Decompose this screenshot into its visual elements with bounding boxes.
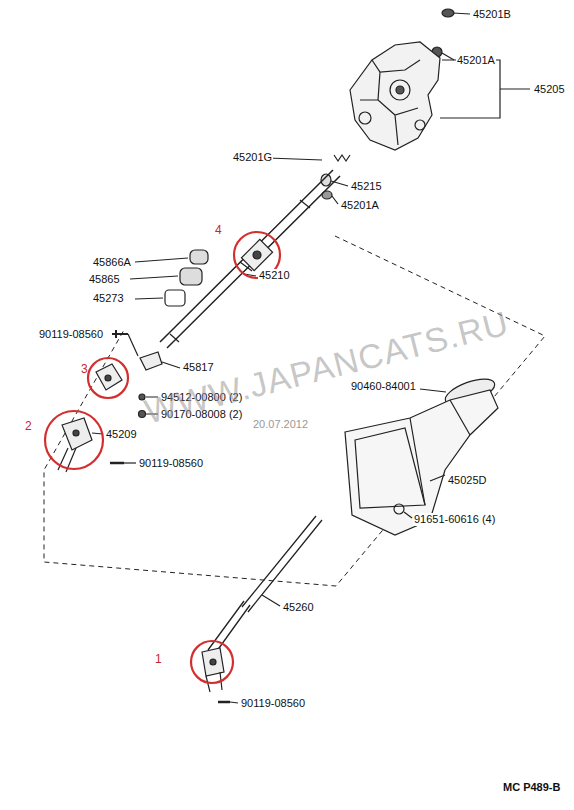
part-number: 45201B (472, 8, 512, 21)
part-number: 45205 (533, 83, 566, 96)
part-number: 45866A (92, 256, 132, 269)
part-number: 45210 (258, 269, 291, 282)
callout-number: 3 (80, 363, 89, 376)
part-number: 45260 (282, 601, 315, 614)
callout-number: 4 (214, 224, 223, 237)
part-number: 45215 (350, 180, 383, 193)
part-number: 45201G (232, 151, 273, 164)
part-number: 45273 (92, 292, 125, 305)
part-number: 45865 (88, 273, 121, 286)
part-number: 45209 (105, 428, 138, 441)
part-number: 45201A (340, 199, 380, 212)
part-number: 90119-08560 (240, 697, 306, 710)
watermark-date: 20.07.2012 (252, 418, 309, 431)
callout-number: 1 (154, 653, 163, 666)
part-number: 45025D (447, 474, 488, 487)
part-number: 90119-08560 (138, 457, 204, 470)
part-number: 45817 (182, 361, 215, 374)
callout-number: 2 (24, 420, 33, 433)
part-number: 90460-84001 (350, 380, 417, 393)
part-number: 91651-60616 (4) (413, 513, 496, 526)
page-code: MC P489-B (502, 781, 561, 794)
part-number: 45201A (456, 54, 496, 67)
part-number: 90119-08560 (38, 328, 104, 341)
